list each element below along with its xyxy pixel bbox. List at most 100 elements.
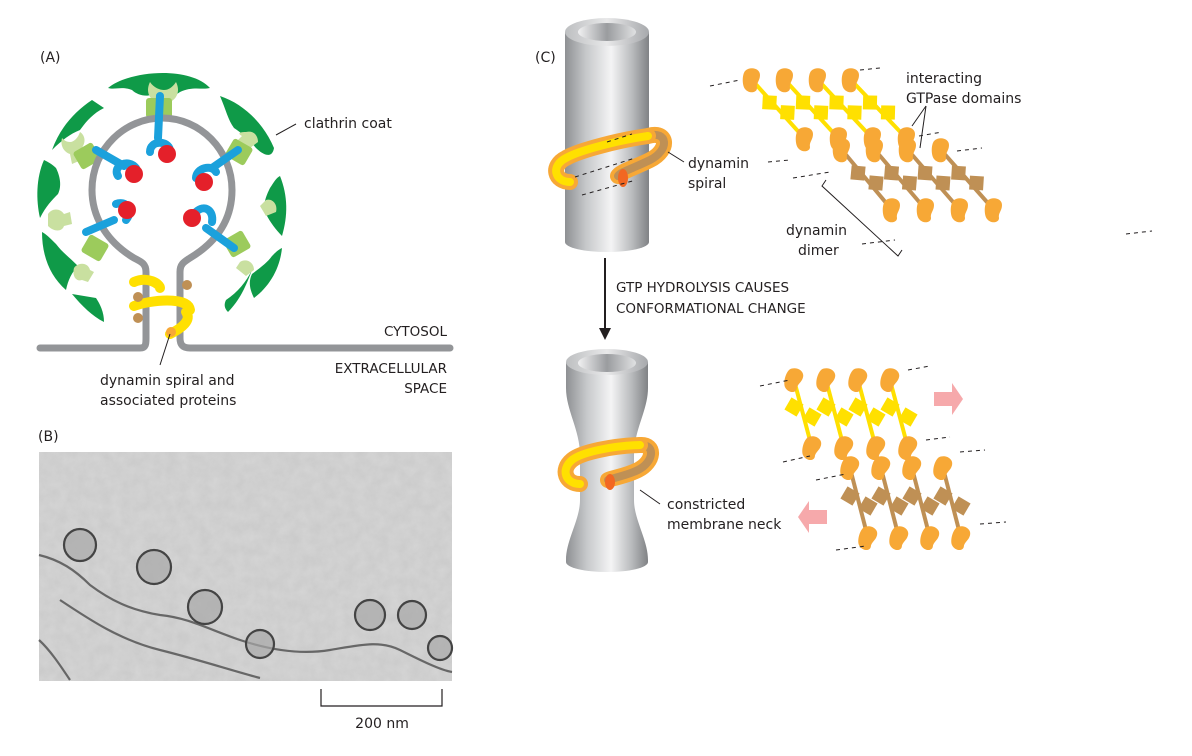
associated-proteins	[133, 280, 192, 323]
motion-arrow-right	[934, 383, 963, 415]
dynamin-middle-domain	[883, 165, 900, 181]
gtpase-domain-shape	[920, 526, 940, 551]
dimer-bracket	[821, 179, 903, 257]
cargo-molecules	[118, 145, 213, 227]
clathrin-leader	[275, 123, 297, 136]
motion-arrow-left	[798, 501, 827, 533]
gtpase-domain-shape	[832, 138, 850, 163]
electron-micrograph	[38, 452, 454, 681]
gtpase-domain	[984, 198, 1002, 223]
gtpase-domain-shape	[916, 198, 934, 223]
dynamin-stalk	[873, 148, 928, 212]
panel-a: (A)	[36, 50, 454, 409]
dynamin-middle-domain	[898, 407, 918, 427]
dynamin-middle-domain	[889, 496, 909, 516]
dynamin-stalk	[888, 379, 910, 449]
gtpase-domain-shape	[898, 138, 916, 163]
dynamin-lattice-top	[709, 67, 1153, 245]
dynamin-stalk	[941, 467, 963, 539]
dynamin-middle-domain	[868, 175, 884, 191]
dynamin-stalk	[879, 467, 901, 539]
gtpase-domain-shape	[808, 68, 826, 93]
gtpase-domain-shape	[898, 436, 918, 461]
dynamin-stalk	[910, 467, 932, 539]
constricted-label-line2: membrane neck	[667, 517, 782, 533]
dynamin-stalk	[816, 78, 875, 141]
gtpase-domain	[808, 68, 826, 93]
lattice-guide-dash	[979, 521, 1007, 525]
gtpase-domain-shape	[865, 138, 883, 163]
scale-bar-label: 200 nm	[355, 716, 409, 732]
gtpase-domain	[742, 68, 760, 93]
gtpase-domain-shape	[841, 68, 859, 93]
membrane-tube-constricted	[566, 349, 648, 572]
dynamin-middle-domain	[920, 496, 940, 516]
dynamin-middle-domain	[871, 486, 891, 506]
dynamin-middle-domain	[951, 496, 971, 516]
clathrin-coat	[37, 72, 287, 322]
gtpase-domain	[933, 456, 953, 481]
arrow-label-line2: CONFORMATIONAL CHANGE	[616, 301, 806, 317]
dynamin-spiral-top	[548, 127, 672, 190]
dynamin-lattice-bottom	[759, 365, 1007, 551]
dynamin-middle-domain	[858, 496, 878, 516]
gtpase-domain-shape	[742, 68, 760, 93]
gtpase-domain	[816, 368, 836, 393]
gtpase-domain	[950, 198, 968, 223]
dynamin-stalk	[750, 78, 807, 141]
dimer-label-line2: dimer	[798, 243, 839, 259]
gtpase-domain-shape	[866, 436, 886, 461]
dynamin-middle-domain	[880, 397, 900, 417]
lattice-guide-dash	[861, 239, 896, 245]
gtpase-domain	[848, 368, 868, 393]
gtpase-domain	[834, 436, 854, 461]
gtpase-domain	[889, 526, 909, 551]
panel-a-label: (A)	[40, 50, 61, 66]
extracellular-label-line2: SPACE	[404, 381, 447, 397]
dynamin-stalk	[783, 78, 841, 141]
gtpase-domain-shape	[882, 198, 900, 223]
gtpase-domain-shape	[784, 368, 804, 393]
dynamin-middle-domain	[902, 486, 922, 506]
dynamin-leader	[159, 333, 171, 366]
gtpase-domain	[920, 526, 940, 551]
dynamin-label-line1: dynamin spiral and	[100, 373, 235, 389]
lattice-guide-dash	[835, 545, 867, 551]
gtpase-domain	[832, 138, 850, 163]
dynamin-stalk	[792, 379, 814, 449]
dynamin-middle-domain	[816, 397, 836, 417]
gtpase-domain	[916, 198, 934, 223]
dynamin-middle-domain	[862, 95, 878, 110]
cytosol-label: CYTOSOL	[384, 324, 448, 340]
gtpase-domain	[841, 68, 859, 93]
dynamin-middle-domain	[795, 95, 811, 110]
dynamin-spiral-constricted	[557, 437, 659, 492]
lattice-guide-dash	[918, 131, 943, 137]
gtpase-domain-shape	[933, 456, 953, 481]
gtpase-domain	[858, 526, 878, 551]
interacting-label-line1: interacting	[906, 71, 982, 87]
dynamin-middle-domain	[840, 486, 860, 506]
dynamin-stalk	[906, 148, 962, 212]
clathrin-coat-label: clathrin coat	[304, 116, 392, 132]
dynamin-label-line2: associated proteins	[100, 393, 236, 409]
gtpase-domain-shape	[848, 368, 868, 393]
dimer-label-line1: dynamin	[786, 223, 847, 239]
dynamin-spiral-label-line1: dynamin	[688, 156, 749, 172]
gtpase-domain	[795, 127, 813, 152]
lattice-guide-dash	[767, 159, 791, 163]
lattice-guide-dash	[792, 171, 831, 179]
gtpase-domain-shape	[816, 368, 836, 393]
dynamin-stalk	[848, 467, 870, 539]
arrow-label-line1: GTP HYDROLYSIS CAUSES	[616, 280, 789, 296]
dynamin-middle-domain	[866, 407, 886, 427]
dynamin-middle-domain	[850, 165, 866, 181]
gtpase-domain-shape	[931, 138, 949, 163]
dynamin-spiral-leader	[667, 151, 685, 163]
interacting-label-line2: GTPase domains	[906, 91, 1021, 107]
gtpase-domain-shape	[984, 198, 1002, 223]
dynamin-middle-domain	[847, 105, 862, 120]
scale-bar	[320, 689, 443, 707]
dynamin-middle-domain	[880, 105, 896, 120]
dynamin-middle-domain	[780, 105, 795, 120]
